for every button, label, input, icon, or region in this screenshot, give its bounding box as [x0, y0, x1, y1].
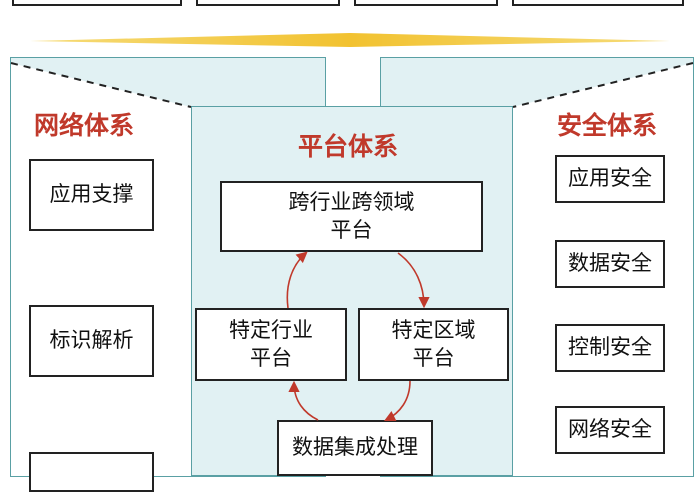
app-security-box: 应用安全 [555, 155, 665, 203]
specific-region-platform-box: 特定区域 平台 [358, 308, 509, 381]
security-system-title: 安全体系 [557, 111, 658, 140]
top-box-2 [196, 0, 340, 6]
top-box-4 [512, 0, 684, 6]
specific-industry-platform-box: 特定行业 平台 [195, 308, 347, 381]
dashed-connectors [10, 62, 694, 108]
arrow-data-to-industry [288, 380, 319, 421]
platform-system-title: 平台体系 [298, 132, 399, 161]
network-security-box: 网络安全 [555, 406, 665, 454]
top-box-1 [12, 0, 182, 6]
gold-band [30, 33, 670, 47]
app-support-box: 应用支撑 [29, 159, 154, 231]
control-security-box: 控制安全 [555, 324, 665, 372]
arrow-region-to-data [383, 380, 411, 422]
platform-system-panel [191, 106, 513, 476]
identity-resolution-box: 标识解析 [29, 305, 154, 377]
data-integration-box: 数据集成处理 [277, 420, 433, 476]
data-security-box: 数据安全 [555, 240, 665, 288]
arrow-industry-to-cross [286, 251, 308, 309]
network-system-title: 网络体系 [34, 111, 135, 140]
arrow-cross-to-region [397, 252, 430, 309]
cycle-arrows [286, 251, 430, 422]
top-box-3 [354, 0, 498, 6]
cross-industry-platform-box: 跨行业跨领域 平台 [220, 181, 483, 252]
